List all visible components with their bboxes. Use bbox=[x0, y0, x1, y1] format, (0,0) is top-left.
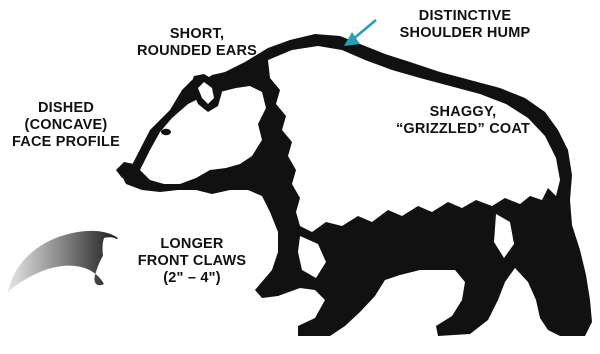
label-dished-face: DISHED (CONCAVE) FACE PROFILE bbox=[2, 100, 130, 151]
label-coat-line1: SHAGGY, bbox=[388, 104, 538, 121]
label-shoulder-hump: DISTINCTIVE SHOULDER HUMP bbox=[380, 8, 550, 42]
arrow-shaft bbox=[352, 20, 376, 40]
label-claws-line1: LONGER bbox=[122, 236, 262, 253]
label-face-line3: FACE PROFILE bbox=[2, 134, 130, 151]
label-front-claws: LONGER FRONT CLAWS (2" – 4") bbox=[122, 236, 262, 287]
bear-icon bbox=[116, 34, 592, 336]
pointer-arrow-icon bbox=[344, 20, 376, 46]
label-hump-line1: DISTINCTIVE bbox=[380, 8, 550, 25]
label-ears-line2: ROUNDED EARS bbox=[122, 43, 272, 60]
claw-icon bbox=[8, 231, 118, 292]
label-face-line1: DISHED bbox=[2, 100, 130, 117]
claw-shape bbox=[8, 231, 118, 292]
label-ears-line1: SHORT, bbox=[122, 26, 272, 43]
bear-eye bbox=[161, 129, 171, 135]
label-hump-line2: SHOULDER HUMP bbox=[380, 25, 550, 42]
label-face-line2: (CONCAVE) bbox=[2, 117, 130, 134]
label-coat-line2: “GRIZZLED” COAT bbox=[388, 121, 538, 138]
label-grizzled-coat: SHAGGY, “GRIZZLED” COAT bbox=[388, 104, 538, 138]
label-claws-line2: FRONT CLAWS bbox=[122, 253, 262, 270]
claw-tip-highlight bbox=[103, 237, 119, 262]
label-claws-line3: (2" – 4") bbox=[122, 270, 262, 287]
label-short-rounded-ears: SHORT, ROUNDED EARS bbox=[122, 26, 272, 60]
